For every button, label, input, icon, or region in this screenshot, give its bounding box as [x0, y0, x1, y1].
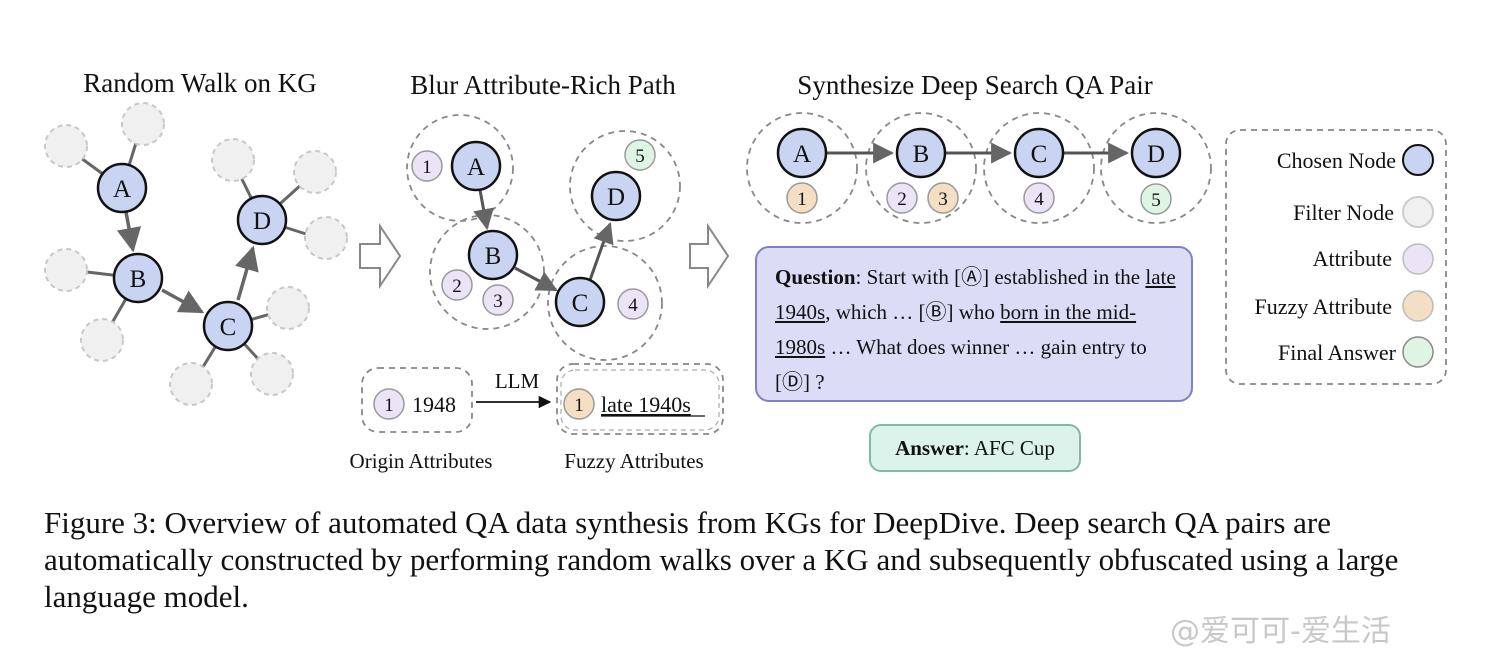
llm-label: LLM: [495, 369, 540, 393]
answer-value: : AFC Cup: [963, 436, 1055, 460]
random-walk-graph: A B C D: [44, 102, 348, 406]
question-fuzzy-2: born in the mid-1980s: [775, 300, 1137, 359]
answer-label: Answer: [895, 436, 964, 460]
fuzzy-caption: Fuzzy Attributes: [564, 449, 703, 473]
filter-node: [44, 248, 88, 292]
origin-caption: Origin Attributes: [350, 449, 493, 473]
filter-node: [121, 102, 165, 146]
chosen-node-b: [112, 252, 164, 304]
node-label-b: B: [485, 243, 502, 270]
obfuscation-example: 1 1948 LLM 1 late 1940s Origin Attribute…: [350, 363, 724, 473]
attribute-label: 3: [938, 189, 948, 210]
answer-box: Answer: AFC Cup: [869, 424, 1081, 472]
attribute-label: 5: [635, 146, 645, 167]
legend-attribute-label: Attribute: [1313, 246, 1392, 271]
random-walk-title: Random Walk on KG: [83, 68, 317, 98]
attribute-label: 1: [574, 395, 584, 416]
question-box: Question: Start with [Ⓐ] established in …: [755, 246, 1193, 402]
attribute-label: 1: [797, 189, 807, 210]
legend-final-swatch: [1402, 336, 1434, 368]
question-text: … What does winner … gain entry to [Ⓓ] ?: [775, 335, 1147, 394]
step-arrow-icon: [359, 222, 402, 290]
legend-final-label: Final Answer: [1278, 340, 1397, 365]
filter-node: [250, 352, 294, 396]
filter-node: [211, 138, 255, 182]
figure-caption: Figure 3: Overview of automated QA data …: [44, 505, 1399, 614]
node-label-a: A: [467, 154, 485, 181]
node-label-a: A: [793, 141, 811, 168]
node-label-c: C: [220, 314, 237, 341]
filter-node: [266, 286, 310, 330]
legend-chosen-swatch: [1402, 144, 1434, 176]
filter-node: [80, 318, 124, 362]
blur-graph: A B C D 1 2 3 4 5: [406, 114, 681, 361]
attribute-label: 2: [897, 189, 907, 210]
legend-filter-swatch: [1402, 196, 1434, 228]
legend-fuzzy-swatch: [1402, 290, 1434, 322]
filter-node: [44, 124, 88, 168]
legend-fuzzy-label: Fuzzy Attribute: [1255, 294, 1392, 319]
blur-title: Blur Attribute-Rich Path: [410, 70, 676, 100]
filter-node: [169, 362, 213, 406]
node-label-d: D: [253, 208, 271, 235]
node-label-b: B: [130, 266, 147, 293]
question-text: : Start with [Ⓐ] established in the: [855, 265, 1146, 289]
question-text: , which … [Ⓑ] who: [825, 300, 1001, 324]
filter-node: [293, 150, 337, 194]
legend-attribute-swatch: [1402, 243, 1434, 275]
chosen-node-a: [96, 162, 148, 214]
attribute-label: 2: [452, 276, 462, 297]
fuzzy-value: late 1940s: [601, 392, 691, 417]
attribute-label: 1: [422, 157, 432, 178]
attribute-label: 3: [493, 291, 503, 312]
watermark: @爱可可-爱生活: [1170, 614, 1391, 649]
question-fuzzy-1: late 1940s: [775, 265, 1176, 324]
attribute-label: 5: [1151, 190, 1161, 211]
attribute-label: 1: [384, 395, 394, 416]
synthesize-title: Synthesize Deep Search QA Pair: [797, 70, 1152, 100]
chosen-node-c: [202, 300, 254, 352]
attribute-label: 4: [628, 295, 638, 316]
synthesized-path: A B C D 1 2 3 4 5: [746, 112, 1212, 224]
origin-value: 1948: [412, 392, 456, 417]
legend: Chosen Node Filter Node Attribute Fuzzy …: [1225, 129, 1447, 385]
question-label: Question: [775, 265, 856, 289]
node-label-b: B: [913, 141, 930, 168]
node-label-a: A: [113, 176, 131, 203]
node-label-d: D: [607, 184, 625, 211]
legend-chosen-label: Chosen Node: [1277, 148, 1396, 173]
filter-node: [304, 216, 348, 260]
chosen-node-d: [236, 194, 288, 246]
node-label-c: C: [572, 290, 589, 317]
node-label-c: C: [1031, 141, 1048, 168]
step-arrow-icon: [689, 222, 730, 290]
node-label-d: D: [1147, 141, 1165, 168]
attribute-label: 4: [1034, 189, 1044, 210]
legend-filter-label: Filter Node: [1293, 200, 1394, 225]
